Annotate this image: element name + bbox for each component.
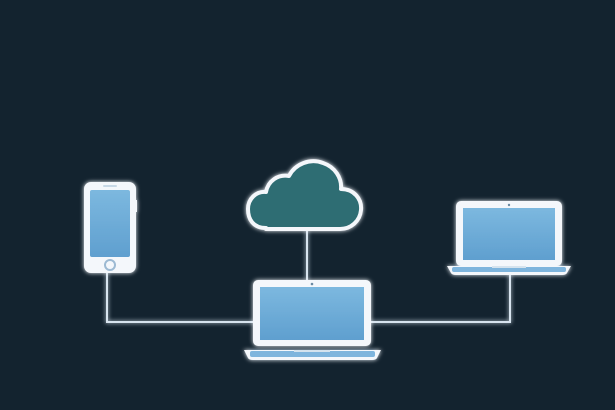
smartphone-speaker xyxy=(103,185,117,187)
center-laptop-screen xyxy=(260,287,364,340)
connector-phone-to-center-laptop xyxy=(106,271,256,323)
cloud-icon xyxy=(246,159,364,231)
smartphone-side-button xyxy=(135,200,137,212)
right-laptop-screen xyxy=(463,208,555,260)
center-laptop-camera xyxy=(310,282,314,286)
center-laptop-icon xyxy=(244,280,381,360)
connector-center-laptop-to-right-laptop xyxy=(366,273,511,323)
connector-lines xyxy=(106,229,511,323)
smartphone-icon xyxy=(84,182,137,273)
right-laptop-camera xyxy=(507,203,511,207)
smartphone-home-button xyxy=(104,259,116,271)
right-laptop-icon xyxy=(447,201,571,275)
smartphone-screen xyxy=(90,190,130,257)
